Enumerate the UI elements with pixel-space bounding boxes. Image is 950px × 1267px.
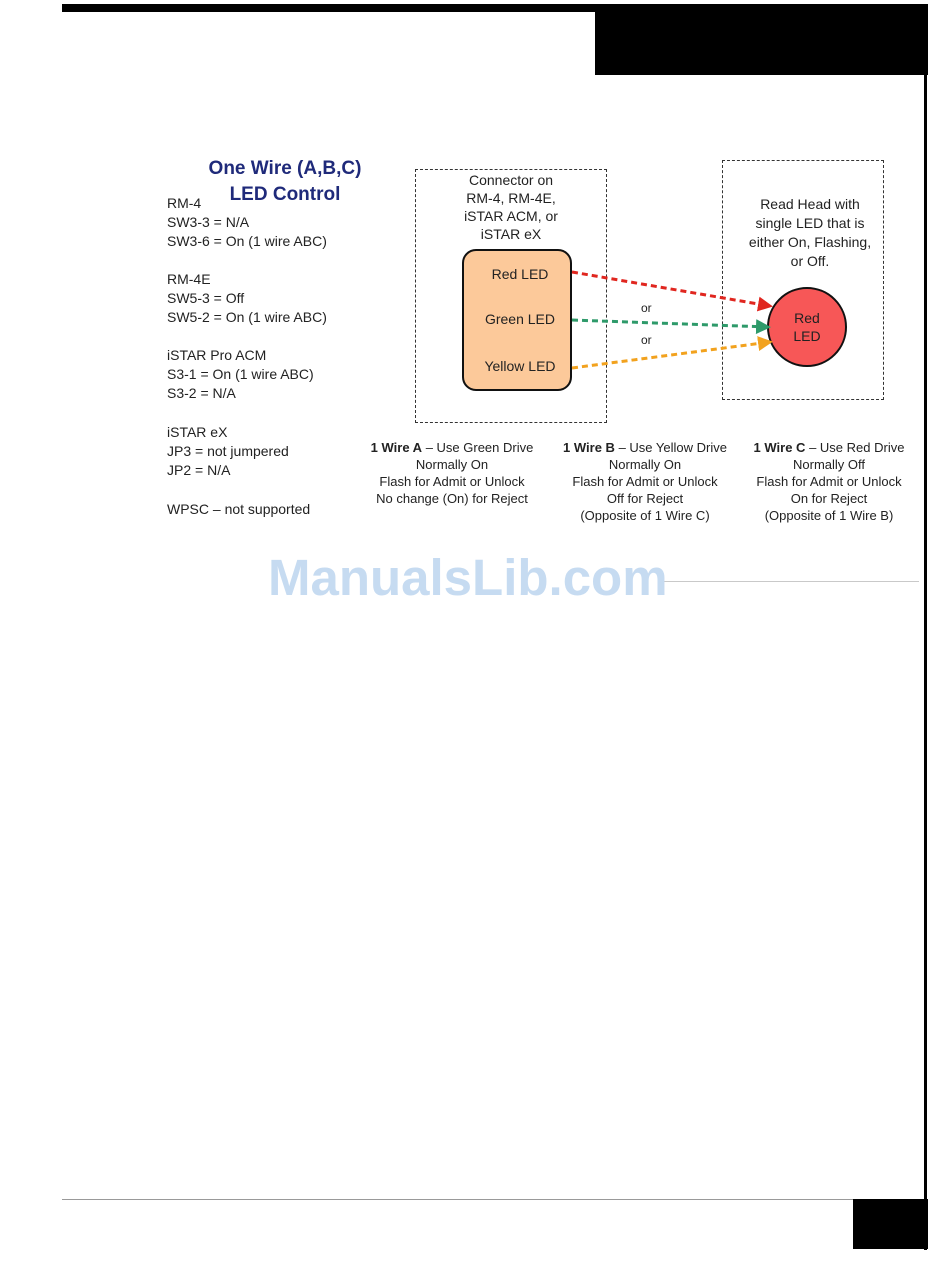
mode-line: Flash for Admit or Unlock (756, 474, 902, 489)
mode-line: On for Reject (790, 491, 868, 506)
mode-name: 1 Wire B (563, 440, 615, 455)
mode-1-wire-b: 1 Wire B – Use Yellow Drive Normally On … (548, 439, 742, 524)
mode-1-wire-a: 1 Wire A – Use Green Drive Normally On F… (357, 439, 547, 507)
config-group-rm4: RM-4 SW3-3 = N/A SW3-6 = On (1 wire ABC) (167, 194, 327, 251)
read-head-title-line: single LED that is (755, 215, 865, 231)
mode-name: 1 Wire A (370, 440, 423, 455)
mode-line: Normally On (415, 457, 489, 472)
connector-title-line: iSTAR ACM, or (464, 208, 558, 224)
config-line: S3-1 = On (1 wire ABC) (167, 366, 314, 382)
page-right-border (924, 70, 927, 1250)
mode-line: No change (On) for Reject (376, 491, 528, 506)
mode-line: Flash for Admit or Unlock (572, 474, 718, 489)
config-group-istar-pro-acm: iSTAR Pro ACM S3-1 = On (1 wire ABC) S3-… (167, 346, 314, 403)
config-line: SW5-2 = On (1 wire ABC) (167, 309, 327, 325)
or-label: or (641, 301, 652, 315)
config-group-rm4e: RM-4E SW5-3 = Off SW5-2 = On (1 wire ABC… (167, 270, 327, 327)
mode-line: (Opposite of 1 Wire C) (580, 508, 710, 523)
yellow-led-output-label: Yellow LED (484, 358, 556, 374)
config-group-istar-ex: iSTAR eX JP3 = not jumpered JP2 = N/A (167, 423, 289, 480)
green-led-output-label: Green LED (484, 311, 556, 327)
mode-headline: – Use Yellow Drive (614, 440, 727, 455)
config-line: iSTAR Pro ACM (167, 347, 267, 363)
mode-line: (Opposite of 1 Wire B) (764, 508, 894, 523)
mode-line: Normally On (608, 457, 682, 472)
config-line: JP2 = N/A (167, 462, 231, 478)
header-block (595, 4, 928, 75)
connector-title-line: iSTAR eX (480, 226, 542, 242)
config-line: SW3-3 = N/A (167, 214, 250, 230)
connector-title-line: RM-4, RM-4E, (466, 190, 556, 206)
led-output-box (462, 249, 572, 391)
diagram-title: One Wire (A,B,C) LED Control (185, 156, 385, 208)
read-head-box (722, 160, 884, 400)
config-line: iSTAR eX (167, 424, 228, 440)
read-head-title-line: either On, Flashing, (748, 234, 872, 250)
footer-rule (62, 1199, 928, 1200)
title-line-2: LED Control (229, 184, 341, 205)
mode-headline: – Use Green Drive (422, 440, 534, 455)
red-led-indicator: Red LED (767, 287, 847, 367)
mode-line: Normally Off (793, 457, 865, 472)
header-bar (62, 4, 928, 12)
mode-headline: – Use Red Drive (805, 440, 905, 455)
config-line: SW5-3 = Off (167, 290, 245, 306)
config-line: RM-4 (167, 195, 202, 211)
mode-1-wire-c: 1 Wire C – Use Red Drive Normally Off Fl… (742, 439, 916, 524)
or-label: or (641, 333, 652, 347)
green-wire-arrow (571, 318, 771, 335)
red-led-text: LED (793, 328, 821, 344)
title-line-1: One Wire (A,B,C) (208, 158, 362, 179)
red-led-text: Red (794, 310, 820, 326)
read-head-title: Read Head with single LED that is either… (722, 195, 898, 271)
connector-title-line: Connector on (468, 172, 554, 188)
config-line: SW3-6 = On (1 wire ABC) (167, 233, 327, 249)
watermark-text: ManualsLib.com (268, 549, 668, 606)
mode-name: 1 Wire C (753, 440, 806, 455)
watermark-rule (660, 581, 919, 582)
config-line: RM-4E (167, 271, 211, 287)
connector-box (415, 169, 607, 423)
mode-line: Flash for Admit or Unlock (379, 474, 525, 489)
red-wire-arrow (571, 270, 773, 312)
config-line: WPSC – not supported (167, 501, 311, 517)
yellow-wire-arrow (571, 336, 773, 370)
read-head-title-line: Read Head with (760, 196, 860, 212)
read-head-title-line: or Off. (790, 253, 830, 269)
config-line: JP3 = not jumpered (167, 443, 289, 459)
red-led-output-label: Red LED (491, 266, 549, 282)
connector-title: Connector on RM-4, RM-4E, iSTAR ACM, or … (415, 171, 607, 243)
page-number-block (853, 1199, 928, 1249)
config-line: S3-2 = N/A (167, 385, 236, 401)
config-group-wpsc: WPSC – not supported (167, 500, 310, 519)
mode-line: Off for Reject (606, 491, 684, 506)
